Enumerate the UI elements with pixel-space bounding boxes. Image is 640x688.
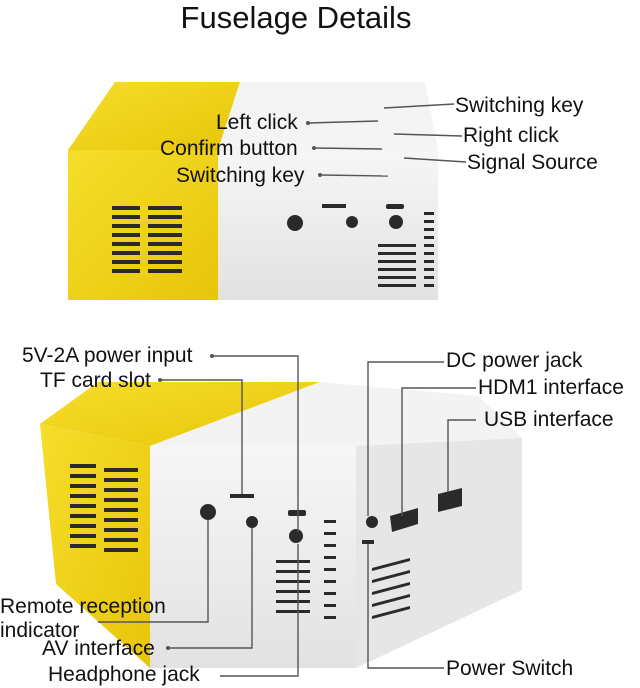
label-usb-interface: USB interface <box>484 408 614 431</box>
bottom-white-right-face <box>356 438 522 668</box>
label-confirm-button: Confirm button <box>160 137 298 160</box>
label-power-switch: Power Switch <box>446 657 574 680</box>
label-headphone-jack: Headphone jack <box>48 663 200 686</box>
bottom-front-vents <box>276 520 336 619</box>
top-yellow-vents <box>112 206 182 273</box>
label-left-click: Left click <box>216 111 298 134</box>
bottom-white-top-face <box>150 382 522 446</box>
bottom-power-port <box>288 510 306 516</box>
top-white-top-face <box>218 82 438 150</box>
label-dc-power-jack: DC power jack <box>446 349 583 372</box>
top-white-vents <box>378 212 434 287</box>
bottom-yellow-top-face <box>40 382 320 446</box>
bottom-usb-port <box>438 488 462 512</box>
top-yellow-front <box>68 150 218 300</box>
label-right-click: Right click <box>463 124 559 147</box>
bottom-remote-sensor <box>200 504 216 520</box>
label-signal-source: Signal Source <box>467 151 598 174</box>
label-switching-key-right: Switching key <box>455 94 584 117</box>
bottom-leader-lines <box>98 354 476 677</box>
top-tf-slot <box>322 204 346 208</box>
label-av-interface: AV interface <box>42 637 155 660</box>
bottom-headphone-port <box>289 529 303 543</box>
page-title: Fuselage Details <box>180 0 412 35</box>
label-remote-reception-line2: indicator <box>0 619 80 642</box>
top-yellow-top-face <box>68 82 240 150</box>
bottom-side-vents <box>372 558 410 619</box>
label-tf-card-slot: TF card slot <box>40 369 151 392</box>
bottom-dc-jack <box>366 516 378 528</box>
bottom-av-port <box>246 516 258 528</box>
top-projector <box>68 82 438 300</box>
top-remote-sensor <box>287 215 303 231</box>
bottom-power-switch <box>362 540 374 544</box>
top-leader-lines <box>306 103 467 177</box>
bottom-tf-slot <box>230 494 254 498</box>
label-hdmi-interface: HDM1 interface <box>478 376 624 399</box>
label-switching-key-left: Switching key <box>176 164 305 187</box>
bottom-hdmi-port <box>390 508 418 532</box>
top-av-port <box>346 216 358 228</box>
top-power-port <box>386 204 404 209</box>
top-headphone-port <box>389 215 403 229</box>
bottom-yellow-vents <box>70 464 138 552</box>
label-power-input: 5V-2A power input <box>22 344 193 367</box>
bottom-projector <box>40 382 522 668</box>
label-remote-reception: Remote reception <box>0 595 166 618</box>
